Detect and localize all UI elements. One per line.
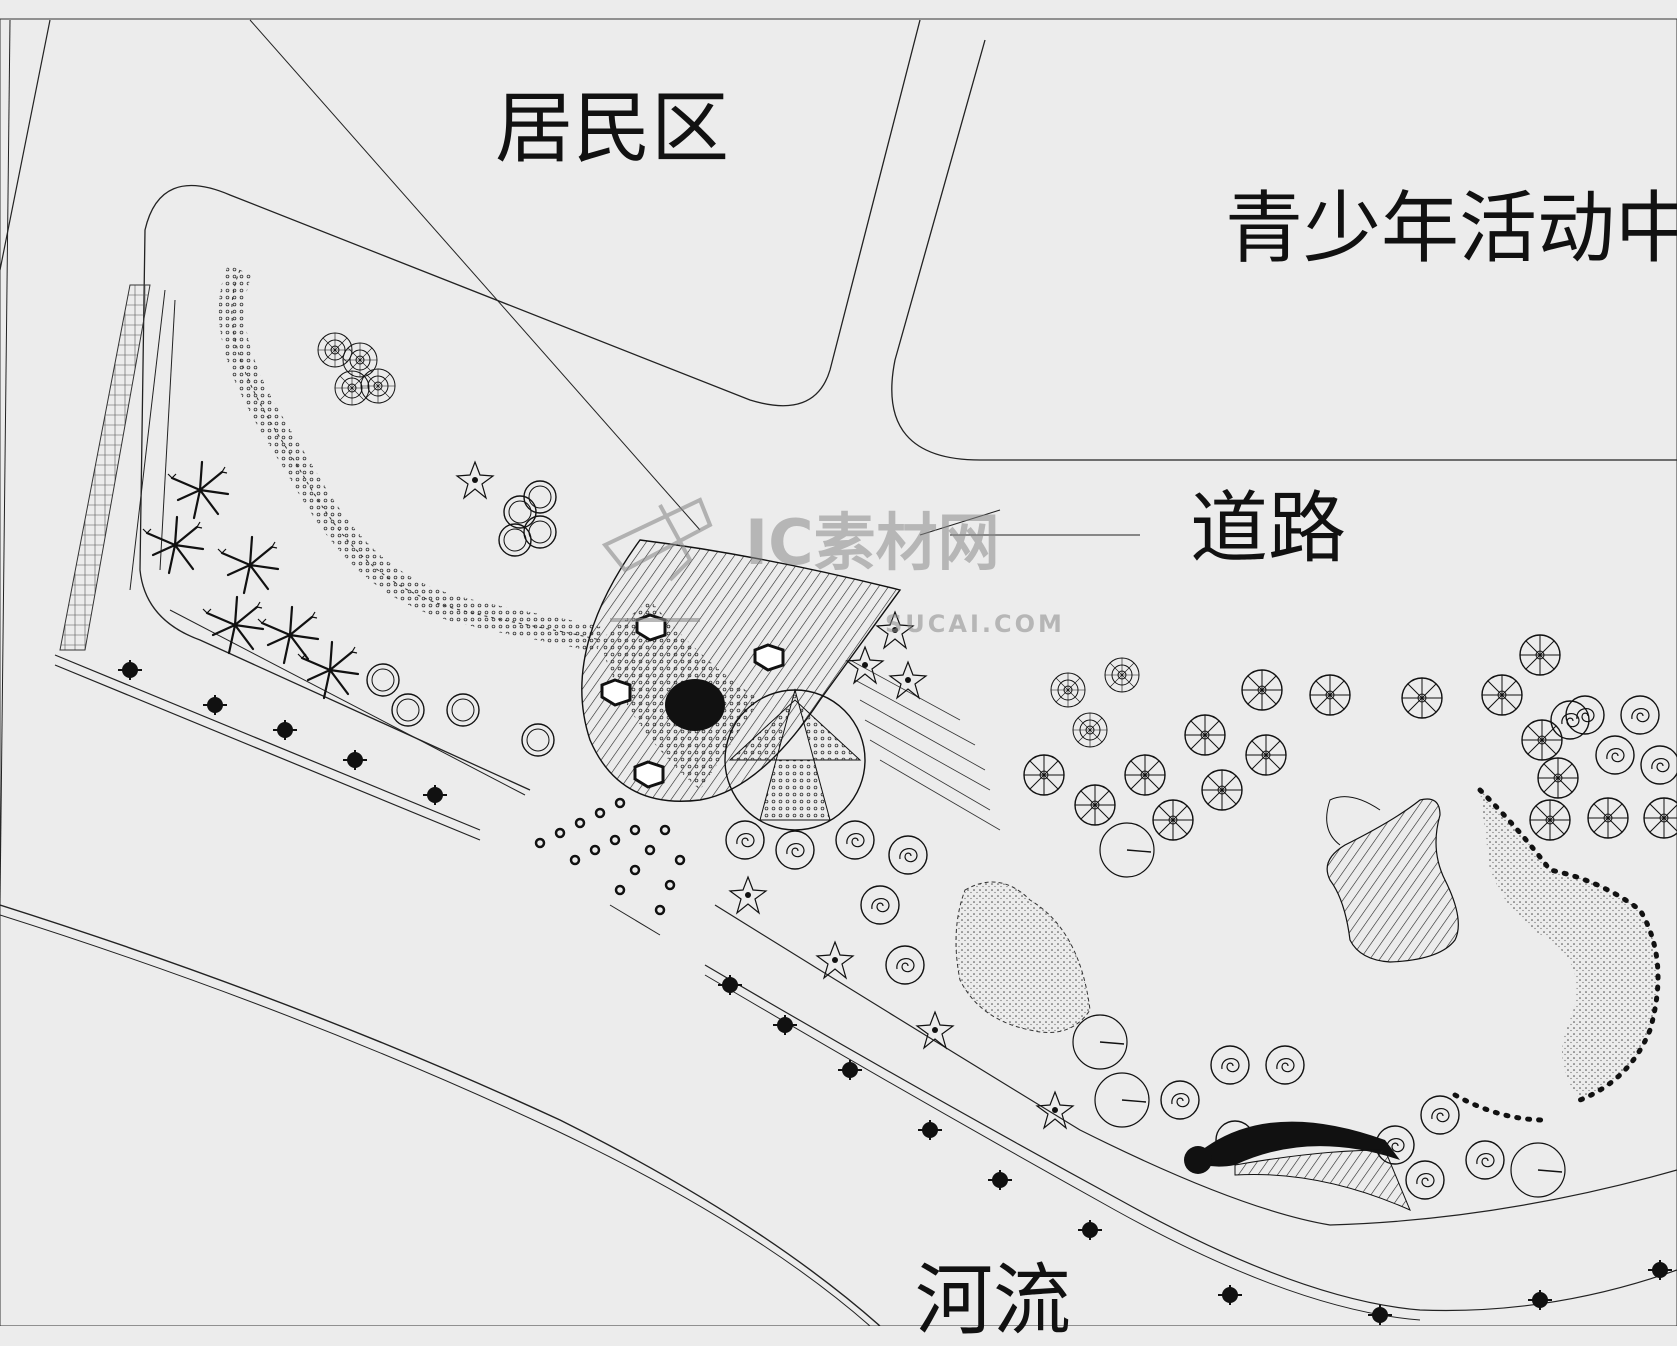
shrub-18 xyxy=(1465,1140,1505,1180)
shrub-4 xyxy=(888,835,928,875)
shrub-13 xyxy=(1210,1045,1250,1085)
palm-2 xyxy=(141,515,205,575)
diagonal-road-line xyxy=(249,19,701,531)
ring-1 xyxy=(366,663,400,697)
watermark-domain: SUCAI.COM xyxy=(885,610,1065,638)
round-plaza-pattern xyxy=(728,688,862,821)
star-3 xyxy=(889,661,927,699)
road-edge-lower xyxy=(54,664,481,841)
palm-4 xyxy=(201,595,265,655)
palm-3 xyxy=(216,535,280,595)
star-top xyxy=(456,461,494,499)
flower-top-1 xyxy=(317,332,353,368)
pond xyxy=(1326,798,1459,963)
shrub-10 xyxy=(1595,735,1635,775)
shrub-19 xyxy=(1420,1095,1460,1135)
shrub-top-4 xyxy=(498,523,532,557)
crescent-sculpture-tail xyxy=(1234,1149,1411,1211)
bamboo-clump xyxy=(955,881,1091,1033)
flower-2 xyxy=(1104,657,1140,693)
palm-1 xyxy=(166,460,230,520)
lawn-edge xyxy=(129,289,166,591)
plaza-path xyxy=(609,904,661,936)
river-label: 河流 xyxy=(915,1256,1072,1346)
youth-center-label: 青少年活动中 xyxy=(1225,184,1677,274)
sculpture-head xyxy=(1184,1146,1212,1174)
drawing-frame xyxy=(0,18,1677,1326)
pavilion-2 xyxy=(753,643,785,672)
shrub-14 xyxy=(1265,1045,1305,1085)
river-path-b xyxy=(704,974,1421,1321)
road-label: 道路 xyxy=(1190,484,1347,574)
pavilion-3 xyxy=(600,678,632,707)
path-edge xyxy=(169,609,526,796)
shrub-6 xyxy=(885,945,925,985)
shrub-11 xyxy=(1640,745,1677,785)
crescent-sculpture xyxy=(1190,1121,1400,1167)
lawn-edge-2 xyxy=(159,299,176,571)
stepping-stone-path xyxy=(218,264,604,653)
inner-path xyxy=(714,904,1677,1226)
ring-2 xyxy=(391,693,425,727)
lawn-hatching xyxy=(849,659,1001,831)
palm-5 xyxy=(256,605,320,665)
star-6 xyxy=(916,1011,954,1049)
planting-strip xyxy=(59,284,151,651)
ring-4 xyxy=(521,723,555,757)
shrub-1 xyxy=(725,820,765,860)
big-tree-4 xyxy=(1510,1142,1566,1198)
shrub-8 xyxy=(1620,695,1660,735)
shrub-17 xyxy=(1405,1160,1445,1200)
palm-6 xyxy=(296,640,360,700)
flower-3 xyxy=(1072,712,1108,748)
big-tree-3 xyxy=(1094,1072,1150,1128)
shrub-5 xyxy=(860,885,900,925)
big-tree-1 xyxy=(1099,822,1155,878)
residential-area-label: 居民区 xyxy=(495,84,730,174)
road-edge-upper xyxy=(54,654,481,831)
river-bank-1 xyxy=(0,904,881,1326)
sand-lawn xyxy=(1480,790,1658,1100)
shrub-3 xyxy=(835,820,875,860)
stepping-stone-path-edge xyxy=(231,269,601,641)
shrub-top-2 xyxy=(503,495,537,529)
river-bank-2 xyxy=(0,914,871,1326)
star-5 xyxy=(816,941,854,979)
dot-paving xyxy=(534,797,686,916)
hedge-line-2 xyxy=(1452,1092,1548,1123)
roadside-shrubs xyxy=(117,659,1673,1326)
shrub-2 xyxy=(775,830,815,870)
road-leader-line xyxy=(919,509,1140,536)
watermark-brand: IC素材网 xyxy=(745,506,1000,579)
watermark-logo-icon xyxy=(601,497,713,622)
shrub-12 xyxy=(1160,1080,1200,1120)
shrub-top-1 xyxy=(523,480,557,514)
star-4 xyxy=(729,876,767,914)
river-path-a xyxy=(704,964,1677,1312)
hedge-line xyxy=(1477,787,1661,1103)
big-tree-2 xyxy=(1072,1014,1128,1070)
road-curve-a xyxy=(0,19,11,906)
pond-bank xyxy=(1326,796,1381,846)
residential-block xyxy=(139,19,921,791)
youth-center-block xyxy=(891,39,1677,461)
central-fountain xyxy=(665,679,725,731)
flower-top-4 xyxy=(360,368,396,404)
flower-1 xyxy=(1050,672,1086,708)
pavilion-4 xyxy=(633,760,665,789)
ring-3 xyxy=(446,693,480,727)
residential-boundary xyxy=(0,19,51,271)
